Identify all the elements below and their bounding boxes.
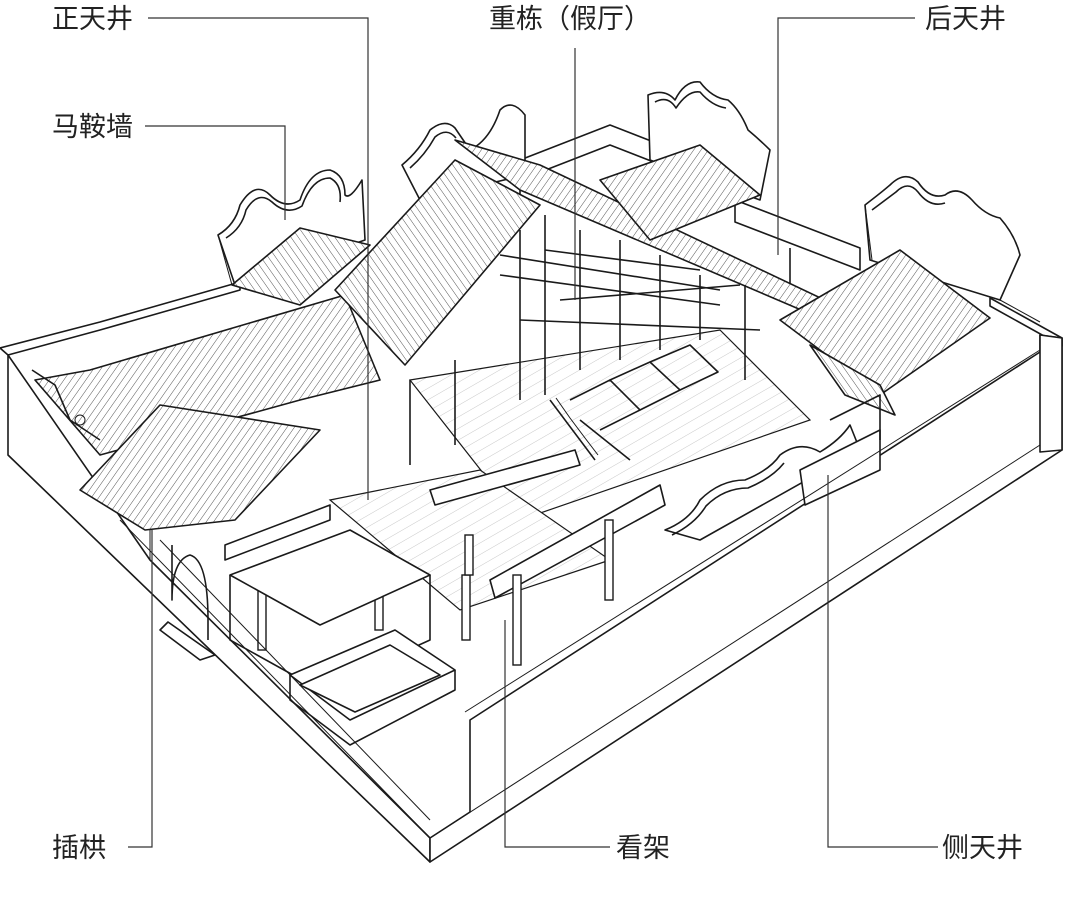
leader-lines bbox=[128, 17, 938, 848]
outer-wall bbox=[0, 281, 1063, 863]
leader-kan-jia bbox=[504, 620, 610, 848]
labels: 正天井 重栋（假厅） 后天井 马鞍墙 插栱 看架 侧天井 bbox=[52, 4, 1023, 864]
detail-lines bbox=[31, 204, 1041, 839]
label-cha-gong: 插栱 bbox=[52, 833, 106, 864]
label-chong-dong: 重栋（假厅） bbox=[489, 4, 651, 35]
label-zheng-tianjing: 正天井 bbox=[52, 4, 133, 35]
label-hou-tianjing: 后天井 bbox=[925, 4, 1006, 35]
leader-zheng-tianjing bbox=[148, 17, 369, 500]
label-kan-jia: 看架 bbox=[616, 833, 670, 864]
label-ma-an-qiang: 马鞍墙 bbox=[52, 112, 133, 143]
horse-saddle-wall-left bbox=[217, 169, 366, 286]
leader-cha-gong bbox=[128, 530, 153, 848]
label-ce-tianjing: 侧天井 bbox=[942, 833, 1023, 864]
leader-ma-an-qiang bbox=[145, 125, 286, 220]
leader-hou-tianjing bbox=[777, 17, 915, 255]
horse-saddle-wall-rear bbox=[647, 81, 771, 201]
leader-ce-tianjing bbox=[827, 475, 938, 848]
courtyard bbox=[224, 394, 881, 746]
